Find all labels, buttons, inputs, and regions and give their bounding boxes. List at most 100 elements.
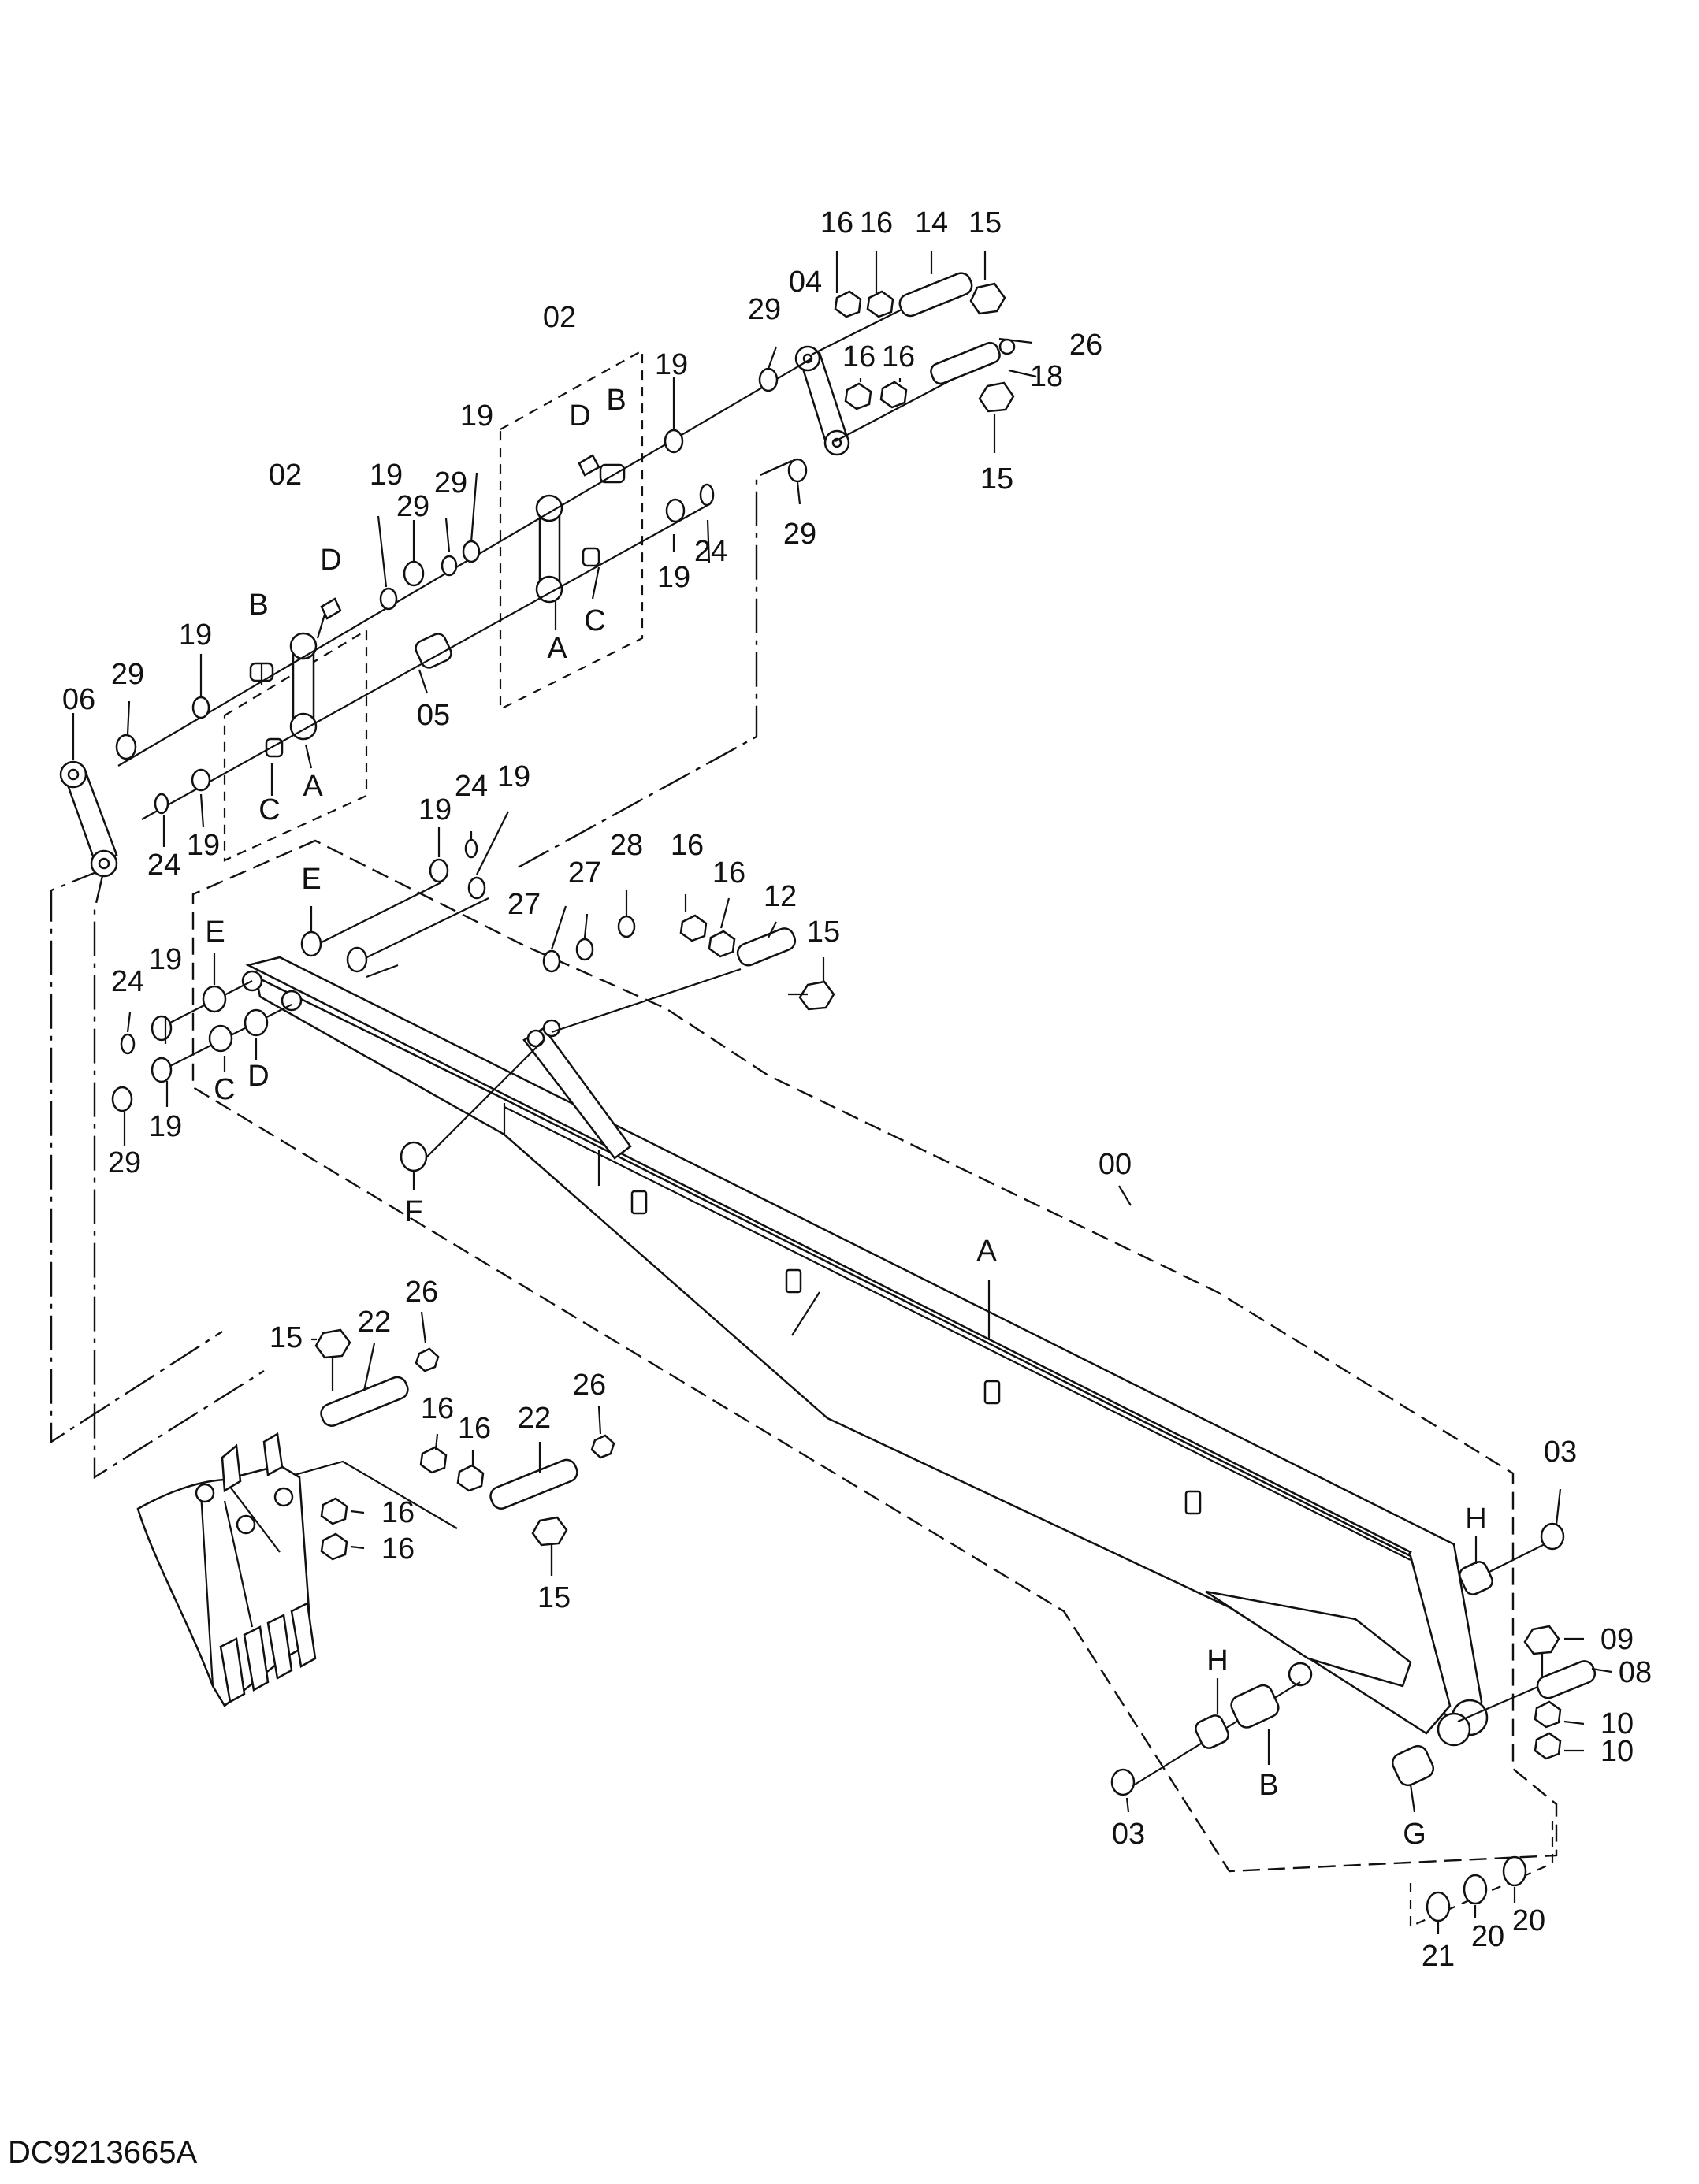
callout-label: 22 (518, 1402, 551, 1435)
callout-label: B (248, 589, 268, 622)
pin-axis-upper-link (117, 358, 812, 767)
callout-label: 00 (1099, 1148, 1132, 1181)
callout-label: 19 (497, 760, 530, 793)
callout-label: C (214, 1073, 235, 1106)
callout-label: 03 (1112, 1818, 1145, 1851)
callout-label: B (1258, 1769, 1278, 1802)
callout-label: B (606, 384, 626, 417)
callout-label: 19 (149, 1110, 182, 1143)
alignment-line-link-06-lower-to-bucket (93, 868, 265, 1480)
alignment-line-link-06-to-bucket (50, 867, 223, 1444)
callout-label: 29 (748, 293, 781, 326)
callout-label: 14 (915, 206, 948, 240)
callout-label: E (205, 916, 225, 949)
callout-label: 27 (507, 888, 541, 921)
link-assembly-02-right (535, 454, 626, 604)
callout-label: 19 (370, 459, 403, 492)
callout-label: 29 (111, 658, 144, 691)
callout-label: 10 (1600, 1735, 1634, 1768)
bucket (136, 1432, 317, 1707)
leader-lines (72, 251, 1612, 1934)
callout-label: C (258, 793, 280, 826)
callout-label: 06 (62, 683, 95, 716)
callout-label: 21 (1422, 1940, 1455, 1973)
callout-label: H (1206, 1644, 1228, 1677)
arm-pin-12-group (679, 914, 835, 1011)
callout-label: 16 (820, 206, 853, 240)
callout-label: 16 (712, 856, 745, 890)
callout-label: 26 (1069, 329, 1102, 362)
callout-label: 16 (671, 829, 704, 862)
callout-label: 29 (783, 518, 816, 551)
upper-fasteners (834, 272, 1016, 413)
callout-label: 15 (968, 206, 1002, 240)
arm-end-bushings (1195, 1561, 1493, 1787)
callout-label: 19 (418, 793, 452, 826)
callout-label: 24 (455, 770, 488, 803)
callout-label: 29 (108, 1146, 141, 1179)
callout-label: 19 (179, 618, 212, 652)
callout-label: 02 (269, 459, 302, 492)
callout-label: 29 (434, 466, 467, 500)
callout-label: 09 (1600, 1623, 1634, 1656)
callout-label: D (247, 1060, 269, 1093)
link-06 (59, 760, 118, 878)
callout-label: H (1465, 1502, 1486, 1536)
callout-label: 24 (147, 849, 180, 882)
callout-label: 16 (842, 340, 876, 373)
callout-label: 26 (405, 1276, 438, 1309)
callout-label: 19 (655, 348, 688, 381)
callout-label: 19 (657, 561, 690, 594)
callout-label: 19 (149, 943, 182, 976)
callout-label: 20 (1471, 1920, 1504, 1953)
callout-label: A (547, 632, 567, 665)
callout-label: 24 (111, 965, 144, 998)
callout-label: 03 (1544, 1436, 1577, 1469)
arm-end-fasteners (1523, 1625, 1597, 1760)
callout-label: 16 (458, 1412, 491, 1445)
callout-label: 27 (568, 856, 601, 890)
pin-axis-arm-mid (425, 1039, 545, 1159)
pin-axis-lower-link (141, 503, 710, 820)
callout-label: 04 (789, 266, 822, 299)
callout-label: 16 (882, 340, 915, 373)
link-assembly-02-left (249, 597, 342, 758)
callout-label: 24 (694, 535, 727, 568)
callout-label: F (404, 1195, 422, 1228)
callout-label: 08 (1619, 1656, 1652, 1689)
callout-label: 16 (860, 206, 893, 240)
callout-label: D (569, 399, 590, 433)
callout-labels: 16 16 14 15 04 29 26 16 16 18 15 02 19 B… (62, 206, 1652, 1973)
pin-axis-arm-top-2 (350, 897, 489, 966)
bucket-fasteners (314, 1328, 615, 1576)
callout-label: E (301, 863, 321, 896)
callout-label: D (320, 544, 341, 577)
callout-label: 20 (1512, 1904, 1545, 1937)
bushing-05 (415, 633, 452, 669)
callout-label: 28 (610, 829, 643, 862)
callout-label: 26 (573, 1369, 606, 1402)
callout-label: 15 (270, 1321, 303, 1354)
callout-label: 22 (358, 1306, 391, 1339)
callout-label: 02 (543, 301, 576, 334)
alignment-line-link-04-to-arm (511, 459, 793, 872)
callout-label: 15 (980, 462, 1013, 496)
pin-axis-arm-top (307, 882, 442, 950)
callout-label: A (303, 770, 323, 803)
callout-label: G (1403, 1818, 1426, 1851)
small-hardware (111, 367, 1565, 1922)
callout-label: 16 (381, 1496, 415, 1529)
link-assembly-02-dashed-box-left (223, 629, 368, 862)
callout-label: 29 (396, 490, 429, 523)
pin-axis-arm-pin-12 (551, 968, 742, 1034)
callout-label: 15 (807, 916, 840, 949)
callout-label: 10 (1600, 1707, 1634, 1740)
callout-label: C (584, 604, 605, 637)
link-assembly-02-dashed-box-right (499, 349, 644, 711)
callout-label: 16 (381, 1532, 415, 1566)
callout-label: A (976, 1235, 997, 1268)
callout-label: 16 (421, 1392, 454, 1425)
arm-assembly-dashed-boundary (191, 839, 1558, 1873)
